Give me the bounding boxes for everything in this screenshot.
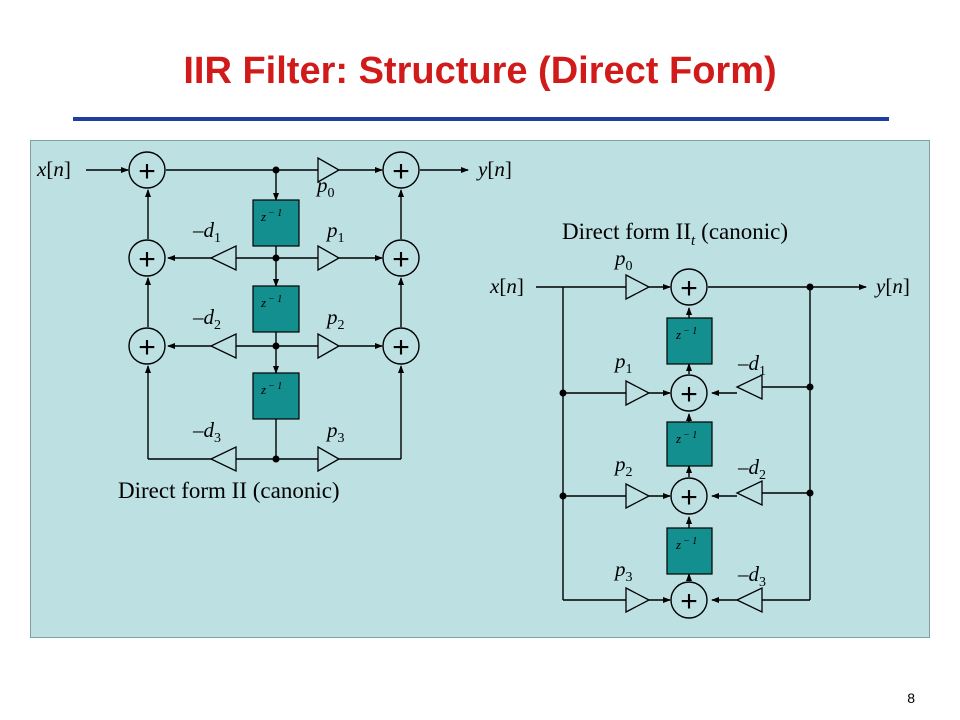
coef-t-d2: –d2: [737, 455, 766, 483]
direct-form-2t-structure: + + + + z− 1 z− 1 z− 1 x[n] y[n] p0 p1 p…: [489, 219, 910, 619]
delay-block-t-3: z− 1: [666, 527, 713, 575]
coef-p3: p3: [325, 418, 345, 446]
coef-t-p0: p0: [613, 246, 633, 274]
caption-direct-form-2: Direct form II (canonic): [118, 478, 340, 503]
multiplier-d3: [209, 445, 237, 473]
svg-text:z− 1: z− 1: [260, 381, 282, 397]
multiplier-t-d3: [735, 586, 763, 614]
coef-p0: p0: [315, 173, 335, 201]
adder-left-0: +: [128, 151, 166, 189]
title-underline: [73, 117, 889, 121]
caption-direct-form-2t: Direct form IIt(canonic): [562, 219, 788, 249]
svg-text:z− 1: z− 1: [675, 430, 697, 446]
input-label: x[n]: [36, 157, 71, 181]
svg-text:+: +: [138, 243, 156, 276]
svg-text:z− 1: z− 1: [260, 294, 282, 310]
direct-form-2-structure: + + + + + + z− 1 z− 1 z− 1 x[n] y[n] p0: [36, 151, 512, 503]
output-label-t: y[n]: [874, 274, 910, 298]
svg-text:z− 1: z− 1: [675, 536, 697, 552]
diagram-panel: [30, 140, 930, 638]
coef-t-p1: p1: [613, 349, 633, 377]
adder-right-1: +: [382, 239, 420, 277]
svg-text:+: +: [680, 481, 698, 514]
adder-right-0: +: [382, 151, 420, 189]
adder-left-1: +: [128, 239, 166, 277]
output-label: y[n]: [476, 157, 512, 181]
multiplier-t-p1: [625, 379, 651, 407]
delay-block-t-2: z− 1: [666, 421, 713, 467]
svg-text:+: +: [138, 331, 156, 364]
input-label-t: x[n]: [489, 274, 524, 298]
adder-right-2: +: [382, 327, 420, 365]
coef-d3: –d3: [192, 418, 221, 446]
coef-t-d3: –d3: [737, 562, 766, 590]
coef-p1: p1: [325, 218, 345, 246]
coef-p2: p2: [325, 305, 345, 333]
coef-d2: –d2: [192, 305, 221, 333]
multiplier-p0: [317, 156, 341, 184]
svg-text:+: +: [680, 585, 698, 618]
adder-t-0: +: [670, 268, 708, 306]
svg-text:+: +: [680, 378, 698, 411]
svg-text:z− 1: z− 1: [260, 208, 282, 224]
multiplier-p2: [317, 332, 341, 360]
multiplier-t-d1: [735, 373, 763, 401]
coef-t-p3: p3: [613, 557, 633, 585]
multiplier-t-p2: [625, 482, 651, 510]
adder-t-2: +: [670, 477, 708, 515]
multiplier-t-p3: [625, 586, 651, 614]
coef-t-p2: p2: [613, 452, 633, 480]
multiplier-t-p0: [625, 273, 651, 301]
coef-t-d1: –d1: [737, 351, 766, 379]
svg-text:+: +: [392, 243, 410, 276]
page-number: 8: [907, 690, 915, 706]
delay-block-t-1: z− 1: [666, 317, 713, 365]
svg-text:+: +: [392, 155, 410, 188]
svg-text:+: +: [138, 155, 156, 188]
svg-text:+: +: [680, 272, 698, 305]
delay-block-1: z− 1: [252, 199, 300, 247]
adder-left-2: +: [128, 327, 166, 365]
svg-text:+: +: [392, 331, 410, 364]
adder-t-1: +: [670, 374, 708, 412]
delay-block-2: z− 1: [252, 285, 300, 333]
multiplier-p3: [317, 445, 341, 473]
multiplier-d2: [209, 332, 237, 360]
multiplier-t-d2: [735, 479, 763, 507]
adder-t-3: +: [670, 581, 708, 619]
multiplier-d1: [209, 244, 237, 272]
svg-text:z− 1: z− 1: [675, 326, 697, 342]
multiplier-p1: [317, 244, 341, 272]
slide-title: IIR Filter: Structure (Direct Form): [183, 50, 777, 92]
coef-d1: –d1: [192, 218, 221, 246]
delay-block-3: z− 1: [252, 372, 300, 420]
